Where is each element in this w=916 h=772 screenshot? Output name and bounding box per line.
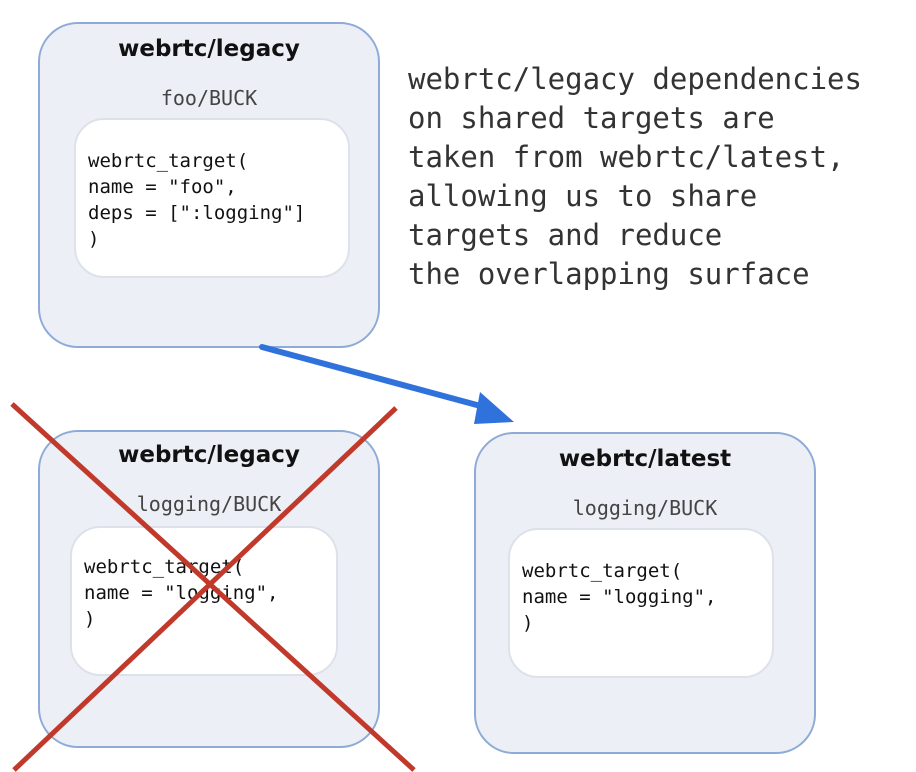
description-text: webrtc/legacy dependencies on shared tar… bbox=[408, 60, 862, 294]
code-line: name = "logging", bbox=[522, 586, 717, 608]
code-line: ) bbox=[84, 608, 96, 630]
code-line: ) bbox=[522, 612, 534, 634]
code-line: name = "foo", bbox=[88, 176, 237, 198]
code-line: webrtc_target( bbox=[88, 150, 249, 172]
package-title: webrtc/legacy bbox=[118, 36, 300, 62]
code-card: webrtc_target( name = "logging", ) bbox=[508, 528, 774, 678]
dependency-arrow-line bbox=[259, 344, 491, 411]
description-line: on shared targets are bbox=[408, 101, 775, 135]
description-line: allowing us to share bbox=[408, 179, 758, 213]
description-line: targets and reduce bbox=[408, 218, 723, 252]
description-line: the overlapping surface bbox=[408, 257, 810, 291]
legacy-foo-package: webrtc/legacy foo/BUCK webrtc_target( na… bbox=[38, 22, 380, 348]
legacy-logging-package: webrtc/legacy logging/BUCK webrtc_target… bbox=[38, 430, 380, 748]
package-file: logging/BUCK bbox=[572, 496, 718, 520]
code-line: webrtc_target( bbox=[522, 560, 683, 582]
code-line: webrtc_target( bbox=[84, 556, 245, 578]
package-file: foo/BUCK bbox=[160, 86, 258, 110]
code-line: name = "logging", bbox=[84, 582, 279, 604]
code-card: webrtc_target( name = "foo", deps = [":l… bbox=[74, 118, 350, 278]
code-line: ) bbox=[88, 228, 100, 250]
package-title: webrtc/latest bbox=[558, 446, 732, 472]
package-file: logging/BUCK bbox=[136, 492, 282, 516]
description-line: webrtc/legacy dependencies bbox=[408, 62, 862, 96]
dependency-arrow-head bbox=[474, 392, 514, 424]
package-title: webrtc/legacy bbox=[118, 442, 300, 468]
description-line: taken from webrtc/latest, bbox=[408, 140, 845, 174]
code-card: webrtc_target( name = "logging", ) bbox=[70, 526, 338, 676]
code-line: deps = [":logging"] bbox=[88, 202, 306, 224]
latest-logging-package: webrtc/latest logging/BUCK webrtc_target… bbox=[474, 432, 816, 754]
